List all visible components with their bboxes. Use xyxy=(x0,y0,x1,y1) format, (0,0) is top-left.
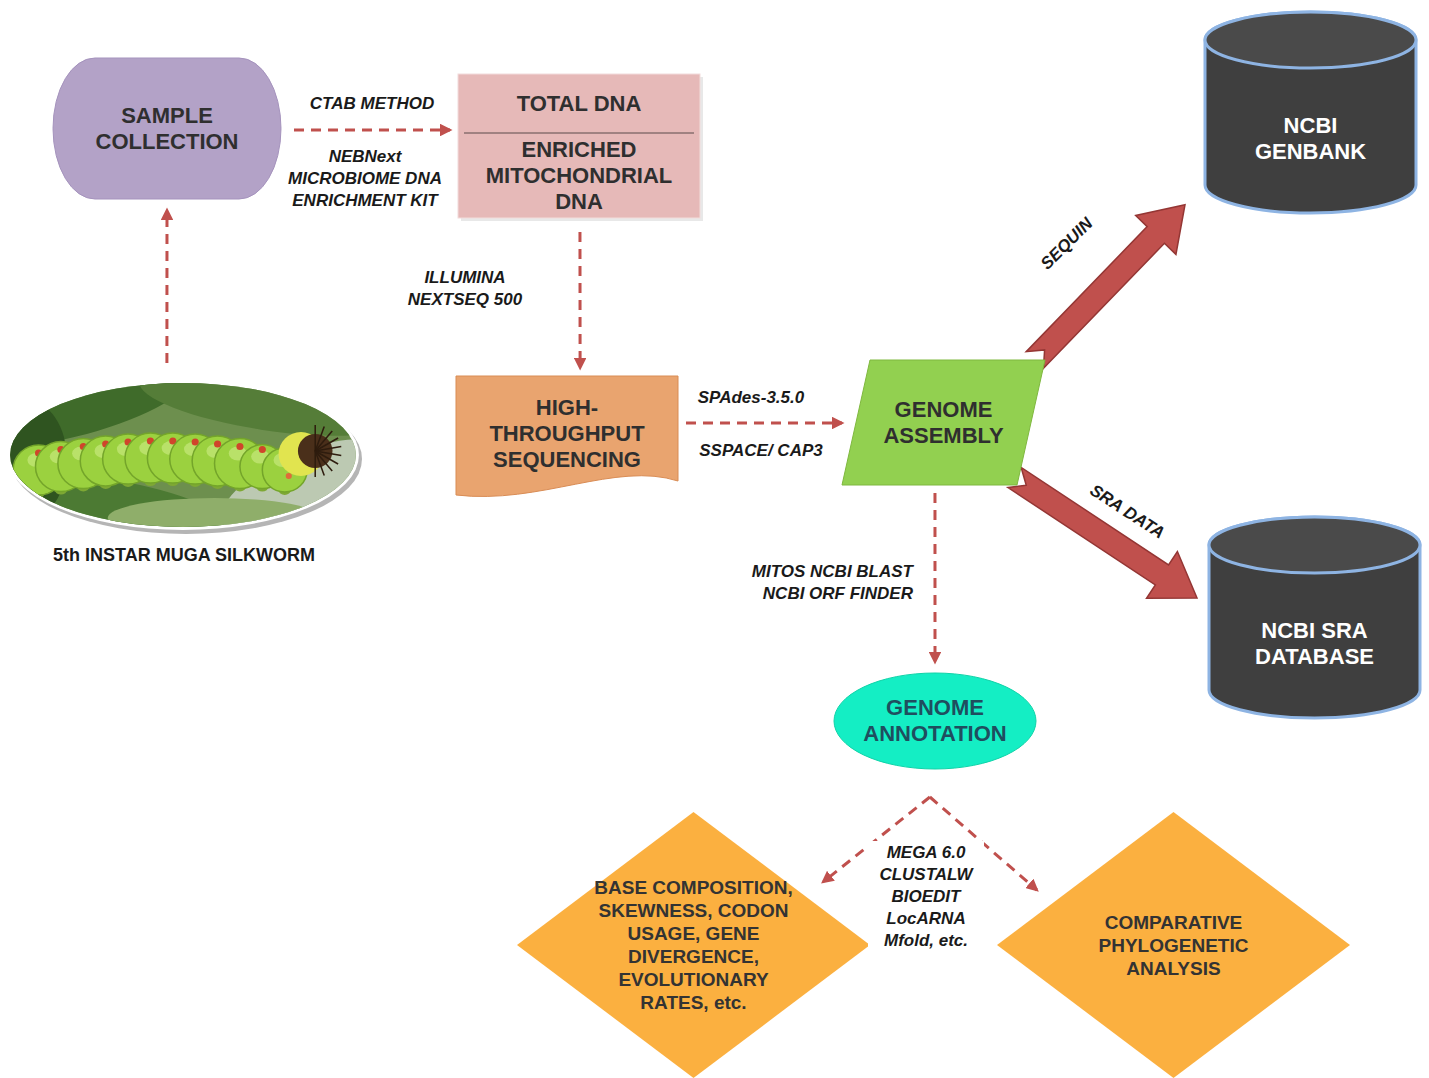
database-cylinder: NCBI SRA DATABASE xyxy=(1207,515,1422,720)
block-arrow xyxy=(1026,205,1185,369)
process-ellipse: GENOME ANNOTATION xyxy=(833,672,1037,770)
box-shape xyxy=(458,74,700,218)
node-label: NCBI GENBANK xyxy=(1231,113,1391,165)
result-diamond: BASE COMPOSITION, SKEWNESS, CODON USAGE,… xyxy=(517,812,870,1078)
node-label: TOTAL DNA xyxy=(469,74,689,133)
document-shape xyxy=(456,376,678,497)
node-label: GENOME ANNOTATION xyxy=(845,695,1025,747)
rounded-shape xyxy=(53,58,281,199)
method-note: NEBNext MICROBIOME DNA ENRICHMENT KIT xyxy=(279,146,451,212)
database-cylinder: NCBI GENBANK xyxy=(1203,10,1418,215)
cylinder-top xyxy=(1205,12,1416,68)
dashed-arrow xyxy=(578,232,581,368)
node-label: SAMPLE COLLECTION xyxy=(82,103,252,155)
dashed-arrow xyxy=(686,421,842,424)
ellipse-part xyxy=(206,417,417,566)
edge-label: MITOS NCBI BLAST NCBI ORF FINDER xyxy=(743,561,913,605)
parallelogram-shape xyxy=(842,360,1045,485)
ellipse-shape xyxy=(834,673,1036,769)
method-note: SSPACE/ CAP3 xyxy=(699,440,822,462)
line-part xyxy=(315,451,324,475)
result-diamond: COMPARATIVE PHYLOGENETIC ANALYSIS xyxy=(997,812,1350,1078)
circle-part xyxy=(259,446,266,453)
node-label: BASE COMPOSITION, SKEWNESS, CODON USAGE,… xyxy=(591,876,796,1014)
block-arrow xyxy=(1008,467,1197,598)
divider-line xyxy=(464,133,694,134)
cylinder-top xyxy=(1209,517,1420,573)
dashed-arrow xyxy=(933,493,936,662)
dashed-arrow xyxy=(294,128,450,131)
cylinder-body xyxy=(1205,12,1416,213)
method-note: MEGA 6.0 CLUSTALW BIOEDIT LocARNA Mfold,… xyxy=(868,841,984,953)
photo-node: 5th INSTAR MUGA SILKWORM xyxy=(6,380,362,566)
silkworm-illustration xyxy=(0,350,417,567)
ellipse-part xyxy=(108,498,322,538)
line-part xyxy=(315,446,341,451)
document-box: HIGH- THROUGHPUT SEQUENCING xyxy=(456,376,678,497)
line-part xyxy=(314,451,316,477)
line-part xyxy=(315,451,332,471)
circle-part xyxy=(236,443,243,450)
edge-label: SEQUIN xyxy=(1036,213,1098,275)
cylinder-body xyxy=(1209,517,1420,718)
process-box: SAMPLE COLLECTION xyxy=(52,57,282,200)
node-label: HIGH- THROUGHPUT SEQUENCING xyxy=(481,395,653,473)
node-body: ENRICHED MITOCHONDRIAL DNA xyxy=(466,133,692,218)
node-label: COMPARATIVE PHYLOGENETIC ANALYSIS xyxy=(1079,911,1269,980)
diamond-shape xyxy=(997,812,1350,1078)
node-outline xyxy=(517,812,870,1078)
photo-caption: 5th INSTAR MUGA SILKWORM xyxy=(14,544,354,566)
edge-label: ILLUMINA NEXTSEQ 500 xyxy=(400,267,530,311)
node-label: NCBI SRA DATABASE xyxy=(1217,618,1413,670)
circle-part xyxy=(286,473,292,479)
line-part xyxy=(314,425,316,451)
data-parallelogram: GENOME ASSEMBLY xyxy=(842,360,1045,485)
process-box: TOTAL DNAENRICHED MITOCHONDRIAL DNA xyxy=(458,74,700,218)
edge-label: CTAB METHOD xyxy=(310,93,434,115)
dashed-arrow xyxy=(165,210,168,363)
node-outline xyxy=(6,380,362,530)
circle-part xyxy=(214,440,221,447)
diamond-shape xyxy=(517,812,870,1078)
edge-label: SPAdes-3.5.0 xyxy=(698,387,804,409)
node-label: GENOME ASSEMBLY xyxy=(864,397,1024,449)
